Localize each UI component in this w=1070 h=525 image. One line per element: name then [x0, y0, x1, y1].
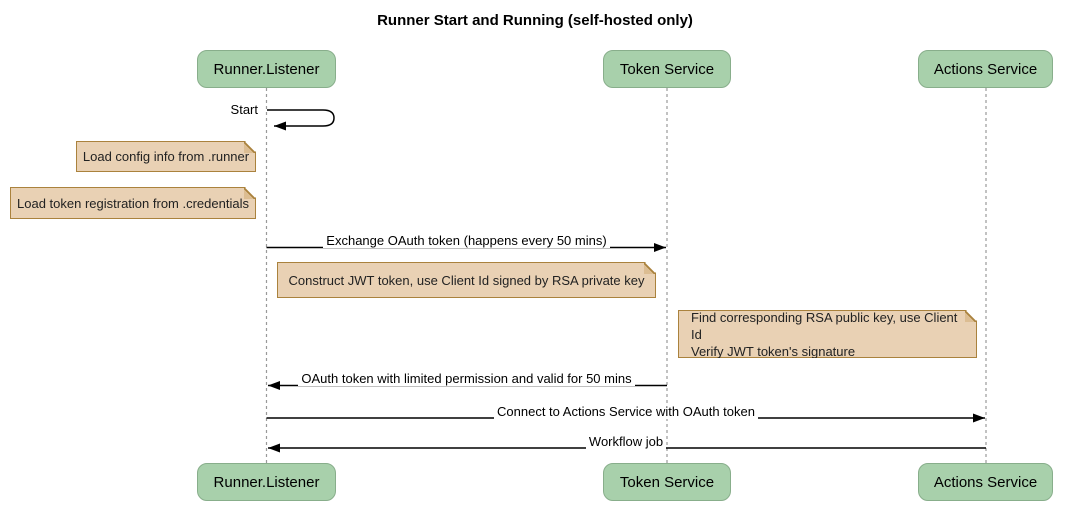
note-load-token-registration: Load token registration from .credential… — [10, 187, 256, 219]
participant-actions-service-bottom: Actions Service — [918, 463, 1053, 501]
participant-token-service-bottom: Token Service — [603, 463, 731, 501]
participant-label: Runner.Listener — [213, 473, 320, 491]
participant-label: Token Service — [619, 473, 715, 491]
note-load-config: Load config info from .runner — [76, 141, 256, 172]
participant-label: Actions Service — [933, 473, 1038, 491]
participant-actions-service-top: Actions Service — [918, 50, 1053, 88]
participant-label: Token Service — [619, 60, 715, 78]
participant-label: Runner.Listener — [213, 60, 320, 78]
message-label-oauth-token-return: OAuth token with limited permission and … — [266, 371, 667, 386]
participant-runner-listener-bottom: Runner.Listener — [197, 463, 336, 501]
participant-token-service-top: Token Service — [603, 50, 731, 88]
note-verify-jwt-token: Find corresponding RSA public key, use C… — [678, 310, 977, 358]
diagram-title: Runner Start and Running (self-hosted on… — [377, 12, 693, 29]
message-label-connect-actions-service: Connect to Actions Service with OAuth to… — [266, 404, 986, 419]
participant-label: Actions Service — [933, 60, 1038, 78]
message-arrow-start-self-loop — [267, 109, 335, 131]
participant-runner-listener-top: Runner.Listener — [197, 50, 336, 88]
message-label-exchange-oauth-token: Exchange OAuth token (happens every 50 m… — [266, 233, 667, 248]
message-label-workflow-job: Workflow job — [266, 434, 986, 449]
message-label-start: Start — [181, 102, 261, 117]
note-construct-jwt-token: Construct JWT token, use Client Id signe… — [277, 262, 656, 298]
